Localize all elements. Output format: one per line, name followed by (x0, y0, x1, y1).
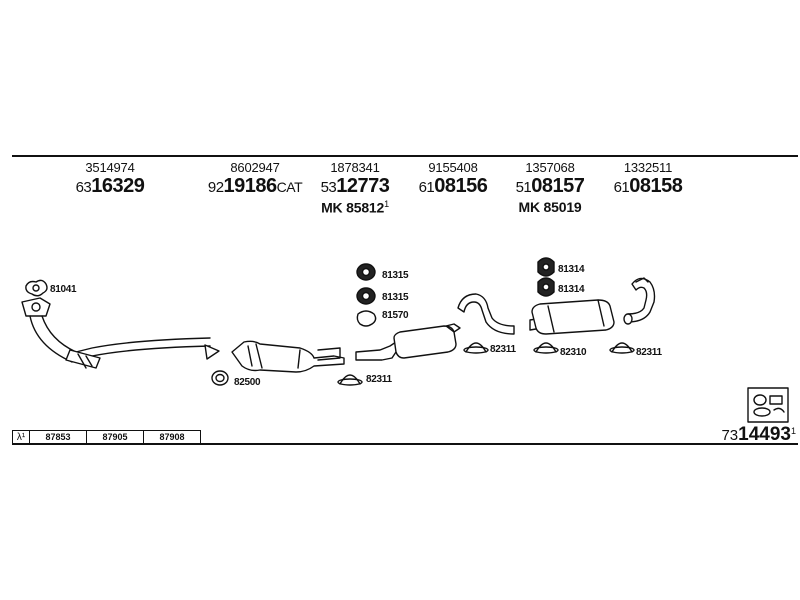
center-muffler-icon (355, 323, 461, 361)
part-number: 6108156 (418, 175, 488, 197)
part-old-number: 3514974 (85, 160, 135, 175)
kit-number: 73144931 (721, 424, 796, 445)
part-number: 6316329 (75, 175, 145, 197)
rear-hanger-icon (537, 257, 555, 297)
label-82311: 82311 (636, 347, 662, 358)
part-old-number: 1878341 (330, 160, 380, 175)
code-cell: 87905 (87, 431, 144, 444)
part-column-3: 1878341 5312773 MK 858121 (295, 160, 415, 216)
rubber-hanger-icon (356, 263, 377, 327)
part-column-6: 1332511 6108158 (588, 160, 708, 199)
intermediate-pipe-icon (457, 293, 515, 335)
label-81314: 81314 (558, 264, 585, 275)
bottom-separator-line (12, 443, 798, 445)
part-old-number: 1332511 (623, 160, 673, 175)
tail-pipe-icon (623, 277, 656, 325)
label-82311: 82311 (490, 344, 516, 355)
label-81315: 81315 (382, 270, 409, 281)
part-column-4: 9155408 6108156 (393, 160, 513, 199)
part-number: 5108157 (515, 175, 585, 197)
part-old-number: 1357068 (525, 160, 575, 175)
code-cell: 87853 (30, 431, 87, 444)
part-column-1: 3514974 6316329 (50, 160, 170, 199)
part-old-number: 8602947 (230, 160, 280, 175)
label-82311: 82311 (366, 374, 392, 385)
part-number: 5312773 (320, 175, 390, 197)
mk-number: MK 85019 (518, 199, 582, 215)
label-82500: 82500 (234, 377, 261, 388)
lambda-sensor-symbol: λ¹ (13, 431, 30, 444)
clamp-icon (337, 342, 635, 386)
gasket-icon (25, 279, 48, 297)
label-82310: 82310 (560, 347, 587, 358)
ring-gasket-icon (211, 370, 229, 386)
mounting-kit-icon (747, 387, 789, 423)
label-81570: 81570 (382, 310, 409, 321)
rear-muffler-icon (529, 299, 615, 335)
label-81314: 81314 (558, 284, 585, 295)
label-81315: 81315 (382, 292, 409, 303)
label-81041: 81041 (50, 284, 77, 295)
part-number: 9219186CAT (207, 175, 303, 197)
catalytic-converter-icon (231, 340, 345, 373)
part-column-5: 1357068 5108157 MK 85019 (490, 160, 610, 215)
mk-number: MK 858121 (321, 199, 389, 216)
top-separator-line (12, 155, 798, 157)
part-old-number: 9155408 (428, 160, 478, 175)
part-number: 6108158 (613, 175, 683, 197)
front-pipe-icon (21, 297, 220, 369)
code-cell: 87908 (159, 432, 185, 442)
part-column-2: 8602947 9219186CAT (195, 160, 315, 199)
